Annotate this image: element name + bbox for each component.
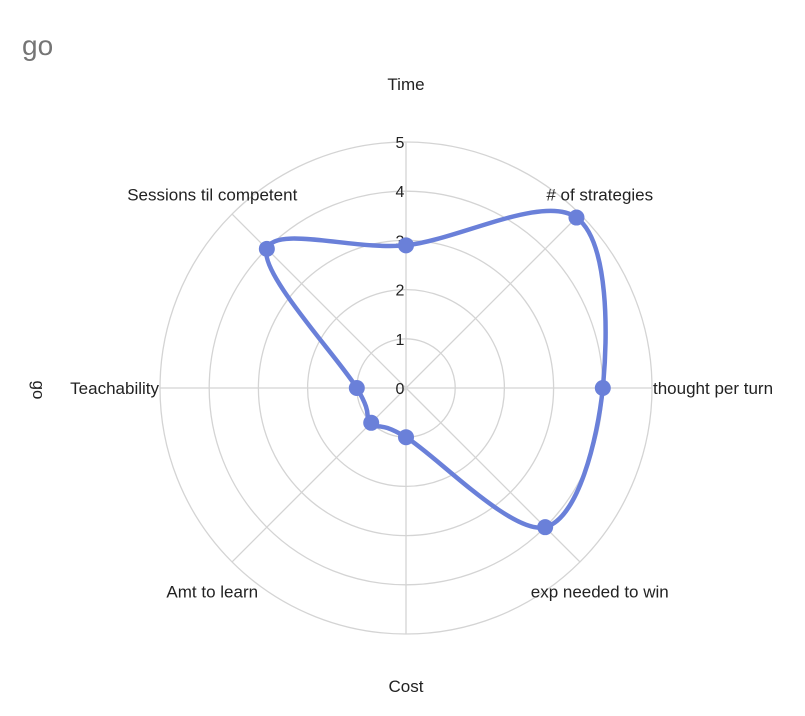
spoke-3 [405, 387, 581, 563]
series-label: go [29, 381, 48, 400]
tick-label-4: 4 [396, 184, 405, 201]
data-point-6 [348, 380, 365, 396]
category-label-0: Time [387, 75, 424, 94]
category-label-7: Sessions til competent [127, 185, 297, 204]
tick-label-2: 2 [396, 283, 405, 300]
data-point-1 [568, 209, 585, 226]
category-labels: Time # of strategies thought per turn exp n… [29, 75, 773, 696]
chart-title: go [22, 30, 54, 61]
radar-grid [159, 141, 653, 635]
tick-label-0: 0 [396, 381, 405, 398]
category-label-2: thought per turn [653, 379, 773, 398]
data-point-2 [594, 380, 611, 396]
data-point-5 [363, 414, 380, 431]
category-label-4: Cost [389, 677, 424, 696]
spoke-5 [231, 387, 407, 563]
data-point-0 [398, 237, 414, 254]
series-layer [258, 208, 611, 536]
radial-tick-labels: 012345 [396, 135, 405, 398]
category-label-5: Amt to learn [166, 583, 258, 602]
spoke-1 [405, 213, 581, 389]
category-label-6: Teachability [70, 379, 159, 398]
category-label-1: # of strategies [546, 185, 653, 204]
data-point-7 [258, 240, 275, 257]
category-label-3: exp needed to win [531, 583, 669, 602]
data-point-3 [537, 519, 554, 536]
data-point-4 [398, 429, 414, 446]
tick-label-1: 1 [396, 332, 405, 349]
series-line-0 [264, 208, 608, 530]
spoke-7 [231, 213, 407, 389]
tick-label-5: 5 [396, 135, 405, 152]
